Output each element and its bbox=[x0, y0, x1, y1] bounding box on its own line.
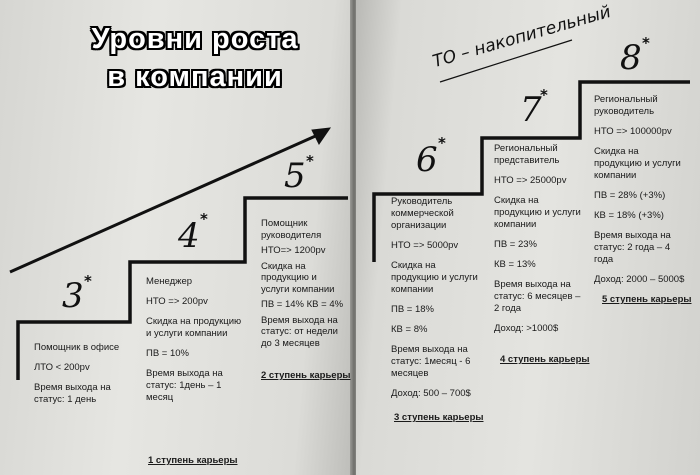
level-6-pv: ПВ = 18% bbox=[391, 304, 435, 315]
level-6-star: * bbox=[438, 134, 446, 152]
level-5-star: * bbox=[306, 152, 314, 170]
level-7-income: Доход: >1000$ bbox=[494, 323, 559, 334]
level-6-nto: НТО => 5000pv bbox=[391, 240, 459, 251]
level-8-income: Доход: 2000 – 5000$ bbox=[594, 274, 685, 285]
level-3-star: * bbox=[84, 272, 92, 290]
level-3-number: 3 bbox=[62, 276, 84, 316]
level-5-discount: Скидка на продукцию и услуги компании bbox=[261, 260, 335, 295]
level-4-discount: Скидка на продукцию и услуги компании bbox=[146, 316, 242, 339]
level-4-pv: ПВ = 10% bbox=[146, 348, 190, 359]
level-8-title: Региональный руководитель bbox=[594, 94, 658, 117]
level-8-discount: Скидка на продукцию и услуги компании bbox=[594, 146, 681, 181]
level-4-block: Менеджер НТО => 200pv Скидка на продукци… bbox=[146, 276, 242, 412]
staircase-right-line bbox=[372, 80, 690, 262]
staircase-left-line bbox=[16, 196, 348, 380]
level-8-time: Время выхода на статус: 2 года – 4 года bbox=[594, 230, 671, 265]
right-page bbox=[356, 0, 700, 475]
level-5-stage: 2 ступень карьеры bbox=[261, 370, 351, 381]
level-5-block: Помощник руководителя НТО=> 1200pv Скидк… bbox=[261, 218, 347, 353]
level-7-kv: КВ = 13% bbox=[494, 259, 536, 270]
level-7-discount: Скидка на продукцию и услуги компании bbox=[494, 195, 581, 230]
level-8-stage: 5 ступень карьеры bbox=[602, 294, 692, 305]
level-6-discount: Скидка на продукцию и услуги компании bbox=[391, 260, 478, 295]
level-8-pv: ПВ = 28% (+3%) bbox=[594, 190, 666, 201]
slogan-underline bbox=[439, 39, 573, 83]
level-3-lto: ЛТО < 200pv bbox=[34, 362, 90, 373]
level-8-nto: НТО => 100000pv bbox=[594, 126, 672, 137]
level-6-income: Доход: 500 – 700$ bbox=[391, 388, 471, 399]
level-6-number: 6 bbox=[416, 140, 438, 180]
level-6-stage: 3 ступень карьеры bbox=[394, 412, 484, 423]
level-7-time: Время выхода на статус: 6 месяцев – 2 го… bbox=[494, 279, 581, 314]
title-line-1: Уровни роста bbox=[91, 23, 299, 55]
book-spine bbox=[350, 0, 358, 475]
level-4-number: 4 bbox=[178, 216, 200, 256]
level-7-pv: ПВ = 23% bbox=[494, 239, 538, 250]
title-line-2: в компании bbox=[107, 61, 283, 93]
level-3-block: Помощник в офисе ЛТО < 200pv Время выход… bbox=[34, 342, 134, 414]
level-4-nto: НТО => 200pv bbox=[146, 296, 208, 307]
level-3-title: Помощник в офисе bbox=[34, 342, 120, 353]
level-7-number: 7 bbox=[520, 90, 542, 130]
left-page bbox=[0, 0, 352, 475]
level-7-title: Региональный представитель bbox=[494, 143, 560, 166]
level-7-star: * bbox=[540, 86, 548, 104]
level-7-block: Региональный представитель НТО => 25000p… bbox=[494, 143, 582, 343]
level-7-stage: 4 ступень карьеры bbox=[500, 354, 590, 365]
level-8-kv: КВ = 18% (+3%) bbox=[594, 210, 664, 221]
level-3-time: Время выхода на статус: 1 день bbox=[34, 382, 111, 405]
level-4-title: Менеджер bbox=[146, 276, 193, 287]
level-6-title: Руководитель коммерческой организации bbox=[391, 196, 454, 231]
level-6-kv: КВ = 8% bbox=[391, 324, 428, 335]
level-5-number: 5 bbox=[284, 156, 306, 196]
level-5-nto: НТО=> 1200pv bbox=[261, 245, 326, 256]
level-4-time: Время выхода на статус: 1день – 1 месяц bbox=[146, 368, 223, 403]
level-4-stage: 1 ступень карьеры bbox=[148, 455, 238, 466]
level-8-star: * bbox=[642, 34, 650, 52]
level-6-block: Руководитель коммерческой организации НТ… bbox=[391, 196, 481, 408]
level-6-time: Время выхода на статус: 1месяц - 6 месяц… bbox=[391, 344, 471, 379]
level-8-block: Региональный руководитель НТО => 100000p… bbox=[594, 94, 686, 294]
level-4-star: * bbox=[200, 210, 208, 228]
level-5-title: Помощник руководителя bbox=[261, 218, 322, 241]
level-5-time: Время выхода на статус: от недели до 3 м… bbox=[261, 314, 338, 349]
level-5-pv-kv: ПВ = 14% КВ = 4% bbox=[261, 299, 344, 310]
level-8-number: 8 bbox=[620, 38, 642, 78]
level-7-nto: НТО => 25000pv bbox=[494, 175, 567, 186]
growth-arrow bbox=[9, 127, 332, 274]
